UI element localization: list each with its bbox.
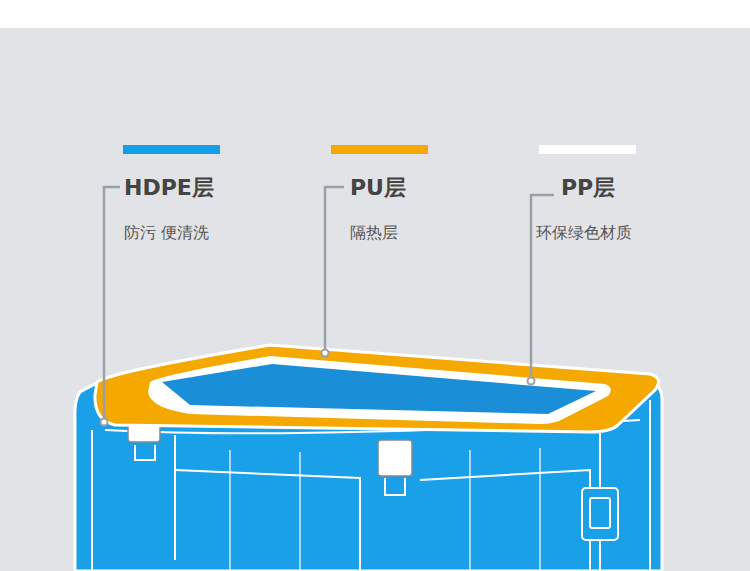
layer-description: 环保绿色材质	[536, 223, 632, 244]
layer-heading: PP层	[561, 173, 615, 203]
legend-swatch	[123, 145, 220, 154]
layer-description: 防污 便清洗	[124, 223, 209, 244]
legend-swatch	[331, 145, 428, 154]
layer-heading: HDPE层	[124, 173, 214, 203]
layer-description: 隔热层	[350, 223, 398, 244]
legend-swatch	[539, 145, 636, 154]
layer-heading: PU层	[350, 173, 406, 203]
